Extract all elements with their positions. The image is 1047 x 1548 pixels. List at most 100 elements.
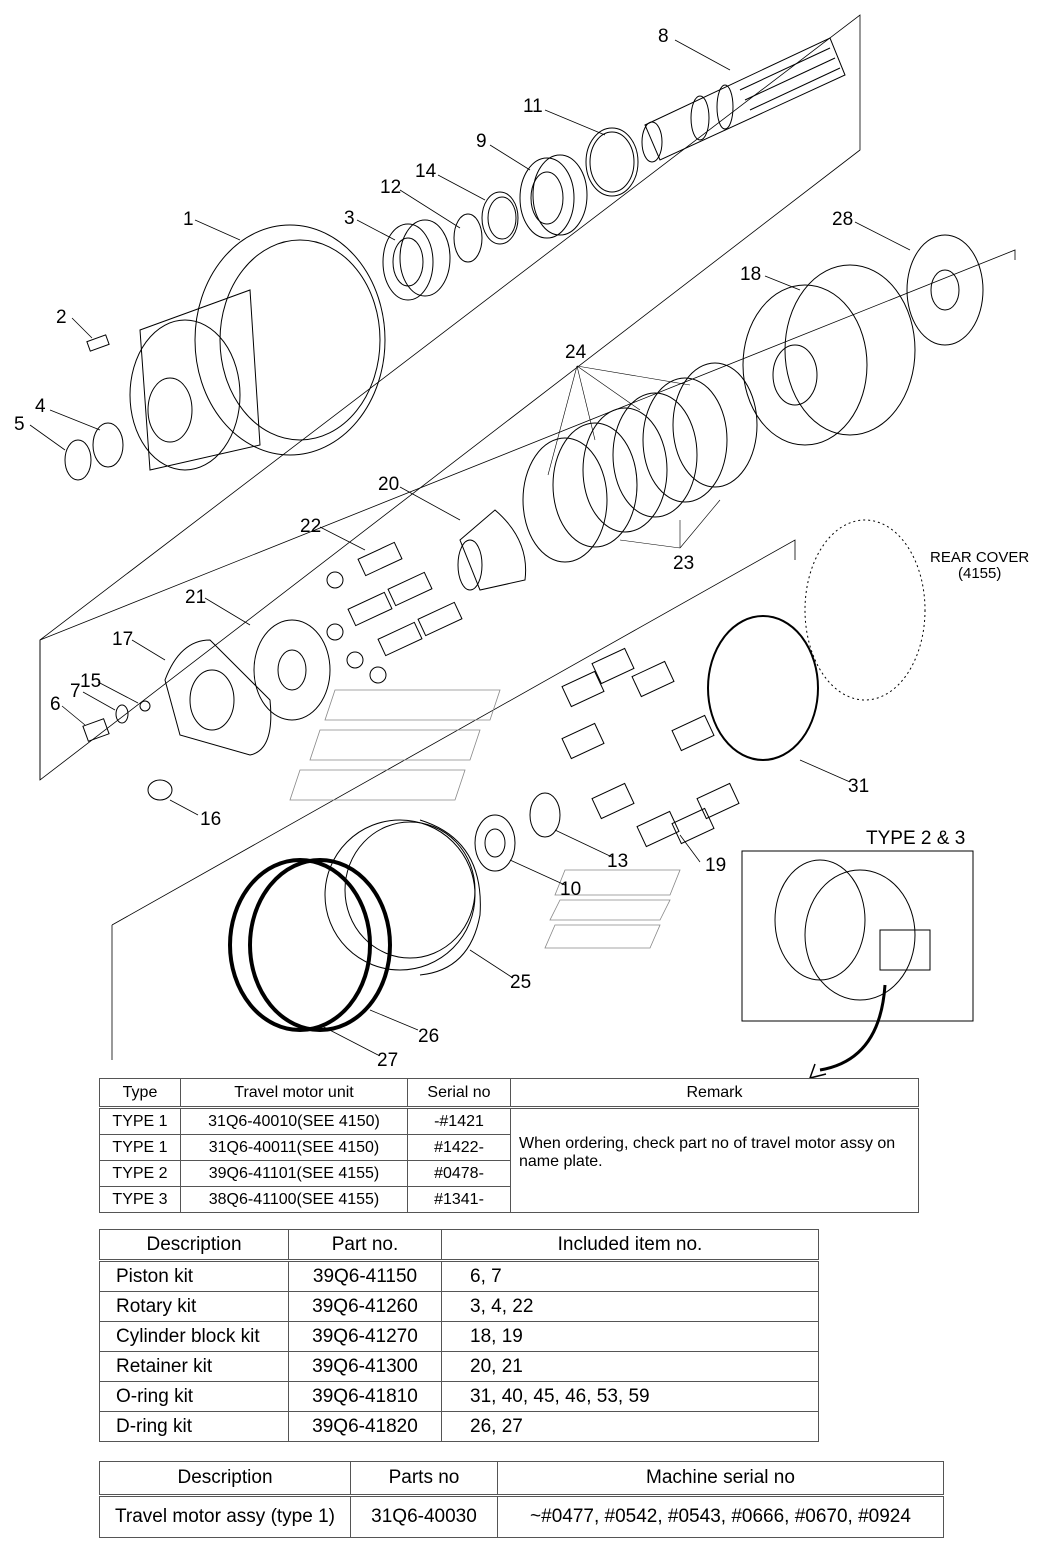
callout-15: 15: [80, 671, 101, 692]
callout-6: 6: [50, 694, 61, 715]
cell-included: 26, 27: [441, 1411, 819, 1442]
th-included: Included item no.: [441, 1229, 819, 1262]
table-row: Travel motor assy (type 1) 31Q6-40030 ~#…: [99, 1495, 944, 1538]
pin-2: [86, 334, 110, 352]
callout-8: 8: [658, 26, 669, 47]
bearing-3: [382, 219, 451, 301]
callout-21: 21: [185, 587, 206, 608]
cell-part-no: 39Q6-41260: [288, 1291, 442, 1322]
cell-serial: #1341-: [407, 1186, 511, 1213]
callout-13: 13: [607, 851, 628, 872]
table-row: TYPE 3 38Q6-41100(SEE 4155) #1341-: [99, 1186, 919, 1213]
snap-ring-11: [585, 127, 639, 197]
th-serial: Serial no: [407, 1078, 511, 1109]
inset-frame: [741, 850, 974, 1022]
cell-unit: 39Q6-41101(SEE 4155): [180, 1160, 408, 1187]
callout-7: 7: [70, 681, 81, 702]
plate-stack: [522, 362, 758, 563]
bearing-10: [474, 814, 516, 872]
plate-28: [906, 234, 984, 346]
callout-2: 2: [56, 307, 67, 328]
plate-21: [253, 619, 331, 721]
callout-26: 26: [418, 1026, 439, 1047]
table-row: Retainer kit 39Q6-41300 20, 21: [99, 1351, 819, 1382]
cell-description: Piston kit: [99, 1260, 289, 1292]
callout-24: 24: [565, 342, 587, 363]
ring-4: [92, 422, 124, 468]
rear-cover-outline: [804, 519, 926, 701]
callout-20: 20: [378, 474, 399, 495]
cell-part-no: 39Q6-41150: [288, 1260, 442, 1292]
cell-included: 20, 21: [441, 1351, 819, 1382]
shaft-part: [641, 37, 846, 163]
cell-part-no: 39Q6-41270: [288, 1321, 442, 1352]
cell-included: 31, 40, 45, 46, 53, 59: [441, 1381, 819, 1412]
cell-type: TYPE 2: [99, 1160, 181, 1187]
cell-part-no: 39Q6-41300: [288, 1351, 442, 1382]
part-16: [147, 779, 173, 801]
rear-cover-label: REAR COVER: [930, 549, 1029, 566]
callout-27: 27: [377, 1050, 398, 1071]
th-part-no: Part no.: [288, 1229, 442, 1262]
callout-11: 11: [523, 96, 543, 117]
ring-14: [481, 191, 519, 245]
table-row: Rotary kit 39Q6-41260 3, 4, 22: [99, 1291, 819, 1322]
cell-included: 3, 4, 22: [441, 1291, 819, 1322]
cell-description: Travel motor assy (type 1): [99, 1495, 351, 1538]
cell-type: TYPE 1: [99, 1107, 181, 1135]
cell-serial: #0478-: [407, 1160, 511, 1187]
table-row: Cylinder block kit 39Q6-41270 18, 19: [99, 1321, 819, 1352]
th-description: Description: [99, 1229, 289, 1262]
callout-17: 17: [112, 629, 133, 650]
callout-18: 18: [740, 264, 761, 285]
housing-25: [324, 819, 481, 976]
rear-cover-number: (4155): [958, 565, 1001, 582]
assy-table: Description Parts no Machine serial no T…: [99, 1461, 944, 1538]
th-parts-no: Parts no: [350, 1461, 498, 1497]
callout-9: 9: [476, 131, 487, 152]
cylinder-block-18: [742, 264, 916, 446]
cell-included: 6, 7: [441, 1260, 819, 1292]
table-row: O-ring kit 39Q6-41810 31, 40, 45, 46, 53…: [99, 1381, 819, 1412]
plate-17: [164, 639, 272, 756]
retainer-20: [457, 509, 527, 591]
callout-12: 12: [380, 177, 401, 198]
callout-1: 1: [183, 209, 194, 230]
cell-description: Rotary kit: [99, 1291, 289, 1322]
o-ring-31: [707, 615, 819, 761]
table-row: TYPE 2 39Q6-41101(SEE 4155) #0478-: [99, 1160, 919, 1187]
snap-ring-5: [64, 439, 92, 481]
d-ring-26: [248, 858, 392, 1032]
bearing-9: [519, 154, 588, 239]
snap-ring-12: [453, 213, 483, 263]
th-description: Description: [99, 1461, 351, 1497]
callout-14: 14: [415, 161, 437, 182]
cell-unit: 31Q6-40010(SEE 4150): [180, 1107, 408, 1135]
cell-description: Retainer kit: [99, 1351, 289, 1382]
housing-part: [129, 224, 386, 471]
cell-parts-no: 31Q6-40030: [350, 1495, 498, 1538]
cell-part-no: 39Q6-41810: [288, 1381, 442, 1412]
callout-10: 10: [560, 879, 581, 900]
callout-4: 4: [35, 396, 46, 417]
cell-type: TYPE 3: [99, 1186, 181, 1213]
th-type: Type: [99, 1078, 181, 1109]
table-row: TYPE 1 31Q6-40010(SEE 4150) -#1421 When …: [99, 1107, 919, 1213]
d-ring-27: [228, 858, 372, 1032]
cell-serial: -#1421: [407, 1107, 511, 1135]
pistons-22: [326, 541, 463, 684]
cell-serial: #1422-: [407, 1134, 511, 1161]
callout-22: 22: [300, 516, 321, 537]
kit-table: Description Part no. Included item no. P…: [99, 1229, 819, 1442]
table-row: TYPE 1 31Q6-40011(SEE 4150) #1422-: [99, 1134, 919, 1161]
th-unit: Travel motor unit: [180, 1078, 408, 1109]
cell-description: Cylinder block kit: [99, 1321, 289, 1352]
springs-19: [561, 647, 740, 848]
callout-23: 23: [673, 553, 694, 574]
part-6: [82, 718, 110, 742]
cell-description: D-ring kit: [99, 1411, 289, 1442]
snap-ring-13: [529, 792, 561, 838]
cell-description: O-ring kit: [99, 1381, 289, 1412]
cell-unit: 38Q6-41100(SEE 4155): [180, 1186, 408, 1213]
exploded-parts-diagram: 8 11 9 14 12 3 1 28 18 2 24 4 5 20 22 23…: [14, 14, 1029, 1080]
